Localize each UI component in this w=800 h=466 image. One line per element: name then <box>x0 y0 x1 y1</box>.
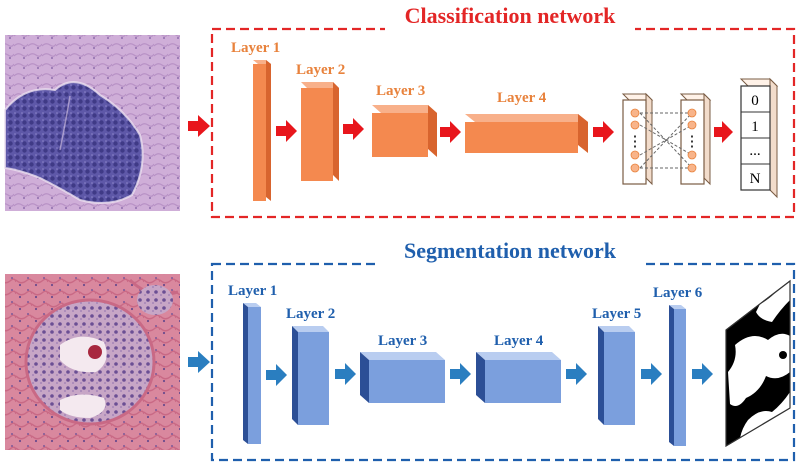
seg-layer-2-block <box>292 326 329 425</box>
neuron <box>630 120 640 130</box>
seg-layer-1-block <box>243 303 261 444</box>
input-arrow <box>188 115 210 137</box>
fc-neurons <box>630 108 697 173</box>
cls-layer-3-label: Layer 3 <box>376 83 425 99</box>
neuron <box>687 163 697 173</box>
classification-frame <box>210 27 796 219</box>
seg-input-arrow <box>188 351 210 373</box>
cls-layer-4-block <box>465 114 588 153</box>
seg-layer-5-label: Layer 5 <box>592 306 641 322</box>
seg-layer-2-label: Layer 2 <box>286 306 335 322</box>
cls-layer-4-label: Layer 4 <box>497 90 547 106</box>
fc-left-ellipsis: ⋮ <box>628 134 643 150</box>
neuron <box>630 108 640 118</box>
arrow-cls-5 <box>714 121 733 143</box>
output-classes: 0 1 ... N <box>739 77 779 199</box>
classification-title: Classification network <box>405 3 617 28</box>
fc-connections <box>639 112 693 169</box>
output-class-n: N <box>750 171 761 187</box>
seg-layer-6-label: Layer 6 <box>653 285 703 301</box>
arrow-seg-3 <box>450 363 471 385</box>
segmentation-network: Segmentation network Layer 1 Layer 2 Lay… <box>5 236 796 462</box>
cls-layer-2-block <box>301 82 339 181</box>
seg-layer-3-label: Layer 3 <box>378 333 427 349</box>
cls-layer-3-block <box>372 105 437 157</box>
cls-layer-2-label: Layer 2 <box>296 62 345 78</box>
classification-input-image <box>4 35 180 211</box>
arrow-seg-4 <box>566 363 587 385</box>
segmentation-output-mask <box>725 279 791 448</box>
arrow-seg-5 <box>641 363 662 385</box>
output-class-1: 1 <box>751 119 759 135</box>
fc-right-ellipsis: ⋮ <box>685 134 700 150</box>
arrow-cls-3 <box>440 121 461 143</box>
seg-layer-6-block <box>669 305 686 446</box>
segmentation-title: Segmentation network <box>404 238 617 263</box>
seg-layer-4-block <box>476 352 561 403</box>
arrow-cls-4 <box>593 121 614 143</box>
fc-left-column <box>621 92 654 186</box>
cls-layer-1-block <box>253 60 271 201</box>
arrow-cls-2 <box>343 118 364 140</box>
classification-network: Classification network Layer 1 Layer 2 L… <box>4 2 796 219</box>
arrow-seg-1 <box>266 364 287 386</box>
seg-layer-3-block <box>360 352 445 403</box>
neuron <box>630 150 640 160</box>
neuron <box>630 163 640 173</box>
neuron <box>687 150 697 160</box>
seg-layer-1-label: Layer 1 <box>228 283 277 299</box>
fc-right-column <box>679 92 712 186</box>
segmentation-frame <box>210 262 796 462</box>
arrow-seg-6 <box>692 363 713 385</box>
cls-layer-1-label: Layer 1 <box>231 40 280 56</box>
output-class-0: 0 <box>751 93 759 109</box>
seg-layer-5-block <box>598 326 635 425</box>
arrow-cls-1 <box>276 120 297 142</box>
segmentation-input-image <box>5 274 180 450</box>
fully-connected-layers: ⋮ ⋮ <box>621 92 712 186</box>
neuron <box>687 108 697 118</box>
seg-layer-4-label: Layer 4 <box>494 333 544 349</box>
output-class-ellipsis: ... <box>749 143 760 159</box>
neuron <box>687 120 697 130</box>
arrow-seg-2 <box>335 363 356 385</box>
